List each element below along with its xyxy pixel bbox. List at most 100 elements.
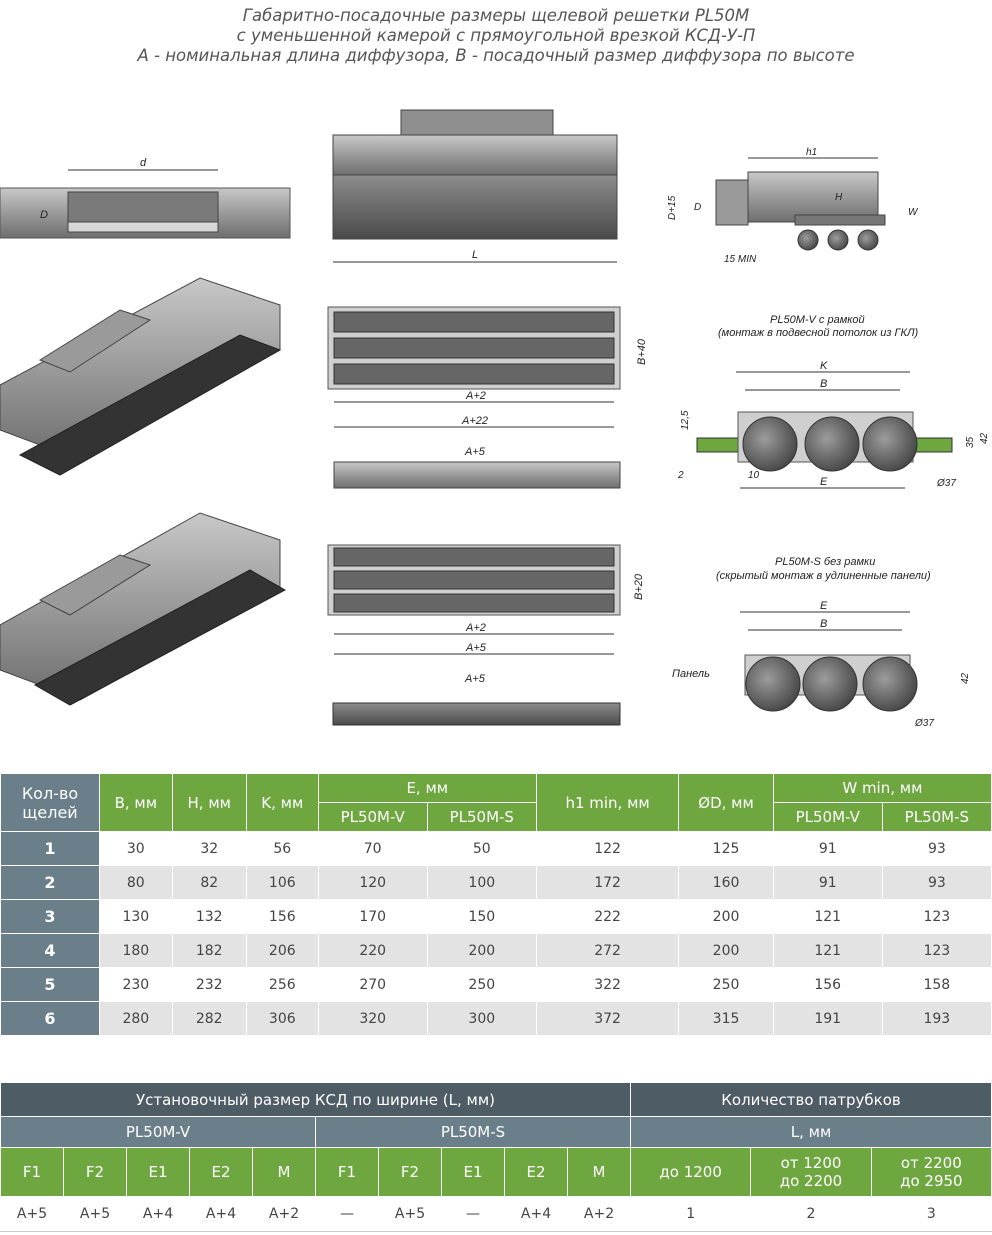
install-value-cell: A+5 [0, 1196, 64, 1232]
table-cell: 80 [99, 865, 173, 900]
table-cell: 30 [99, 831, 173, 866]
table-cell: 156 [245, 899, 319, 934]
table-cell: 200 [678, 933, 774, 968]
install-col-header: E2 [504, 1147, 568, 1197]
table-cell: 50 [426, 831, 537, 866]
table-cell: 106 [245, 865, 319, 900]
table-cell: 123 [881, 899, 992, 934]
th-inst-v: PL50M-V [0, 1116, 316, 1148]
table-cell: 315 [678, 1001, 774, 1036]
dim-D: D [40, 209, 48, 221]
table-cell: 300 [426, 1001, 537, 1036]
table-cell: 132 [171, 899, 247, 934]
length-col-header: от 2200 до 2950 [870, 1147, 992, 1197]
install-col-header: E1 [126, 1147, 190, 1197]
row-header-cell: 3 [0, 899, 100, 934]
dim-A5-v: A+5 [464, 446, 486, 458]
table-cell: 82 [171, 865, 247, 900]
install-col-header: E1 [441, 1147, 505, 1197]
dim-D-side: D [694, 202, 701, 213]
install-value-cell: 3 [870, 1196, 992, 1232]
install-col-header: E2 [189, 1147, 253, 1197]
dim-D15: D+15 [667, 195, 678, 220]
table-cell: 200 [426, 933, 537, 968]
page-title: Габаритно-посадочные размеры щелевой реш… [0, 6, 992, 66]
table-cell: 222 [535, 899, 680, 934]
row-header-cell: 4 [0, 933, 100, 968]
th-inst-s: PL50M-S [315, 1116, 631, 1148]
install-value-cell: A+5 [378, 1196, 442, 1232]
dim-10: 10 [748, 470, 760, 481]
dim-35: 35 [965, 436, 976, 448]
table-cell: 121 [772, 899, 883, 934]
dim-d37-s: Ø37 [914, 718, 934, 729]
title-line-2: с уменьшенной камерой с прямоугольной вр… [236, 26, 756, 45]
table-cell: 191 [772, 1001, 883, 1036]
table-cell: 160 [678, 865, 774, 900]
table-cell: 320 [317, 1001, 428, 1036]
install-value-cell: — [315, 1196, 379, 1232]
table-cell: 282 [171, 1001, 247, 1036]
install-col-header: F1 [0, 1147, 64, 1197]
section-s-title: PL50M-S без рамки [775, 556, 875, 568]
install-value-cell: — [441, 1196, 505, 1232]
isometric-view-s [0, 512, 287, 706]
install-value-cell: A+2 [252, 1196, 316, 1232]
th-E: E, мм [317, 773, 537, 803]
front-elevation-drawing: L [332, 109, 618, 263]
th-nozzle-count: Количество патрубков [630, 1082, 992, 1117]
dim-42-s: 42 [960, 672, 971, 684]
dim-E-v: E [820, 476, 828, 488]
dim-125: 12,5 [680, 410, 691, 430]
table-cell: 306 [245, 1001, 319, 1036]
dim-E-s: E [820, 600, 828, 612]
install-value-cell: A+2 [567, 1196, 631, 1232]
row-header-cell: 1 [0, 831, 100, 866]
dim-d37-v: Ø37 [936, 478, 956, 489]
dim-A2-v: A+2 [465, 390, 486, 402]
th-install-width: Установочный размер КСД по ширине (L, мм… [0, 1082, 631, 1117]
table-cell: 372 [535, 1001, 680, 1036]
grille-front-v: A+2 A+22 B+40 A+5 [327, 306, 648, 489]
table-cell: 193 [881, 1001, 992, 1036]
dim-42-v: 42 [979, 432, 990, 444]
section-s: PL50M-S без рамки (скрытый монтаж в удли… [672, 556, 971, 729]
install-col-header: F2 [63, 1147, 127, 1197]
install-col-header: F1 [315, 1147, 379, 1197]
row-header-cell: 5 [0, 967, 100, 1002]
dim-B-v: B [820, 378, 827, 390]
dim-A5-s2: A+5 [464, 673, 486, 685]
install-col-header: F2 [378, 1147, 442, 1197]
section-v-subtitle: (монтаж в подвесной потолок из ГКЛ) [718, 327, 918, 339]
dim-L: L [472, 249, 478, 261]
table-cell: 100 [426, 865, 537, 900]
dim-A22-v: A+22 [461, 415, 488, 427]
table-cell: 322 [535, 967, 680, 1002]
table-cell: 270 [317, 967, 428, 1002]
section-s-subtitle: (скрытый монтаж в удлиненные панели) [716, 570, 931, 582]
isometric-view-v [0, 277, 282, 476]
table-cell: 232 [171, 967, 247, 1002]
th-W-v: PL50M-V [772, 802, 883, 832]
side-view-drawing: h1 H W D+15 D 15 MIN [667, 147, 919, 265]
install-col-header: M [252, 1147, 316, 1197]
table-cell: 70 [317, 831, 428, 866]
dim-B20: B+20 [633, 573, 645, 600]
table-cell: 170 [317, 899, 428, 934]
table-cell: 121 [772, 933, 883, 968]
table-cell: 125 [678, 831, 774, 866]
side-section-drawing: d D [0, 157, 291, 239]
grille-front-s: A+2 A+5 B+20 A+5 [327, 544, 645, 726]
th-H: H, мм [171, 773, 247, 832]
dim-B-s: B [820, 618, 827, 630]
th-D: ØD, мм [678, 773, 774, 832]
table-cell: 150 [426, 899, 537, 934]
table-cell: 123 [881, 933, 992, 968]
table-cell: 206 [245, 933, 319, 968]
th-B: B, мм [99, 773, 173, 832]
dim-15min: 15 MIN [724, 254, 757, 265]
table-cell: 32 [171, 831, 247, 866]
